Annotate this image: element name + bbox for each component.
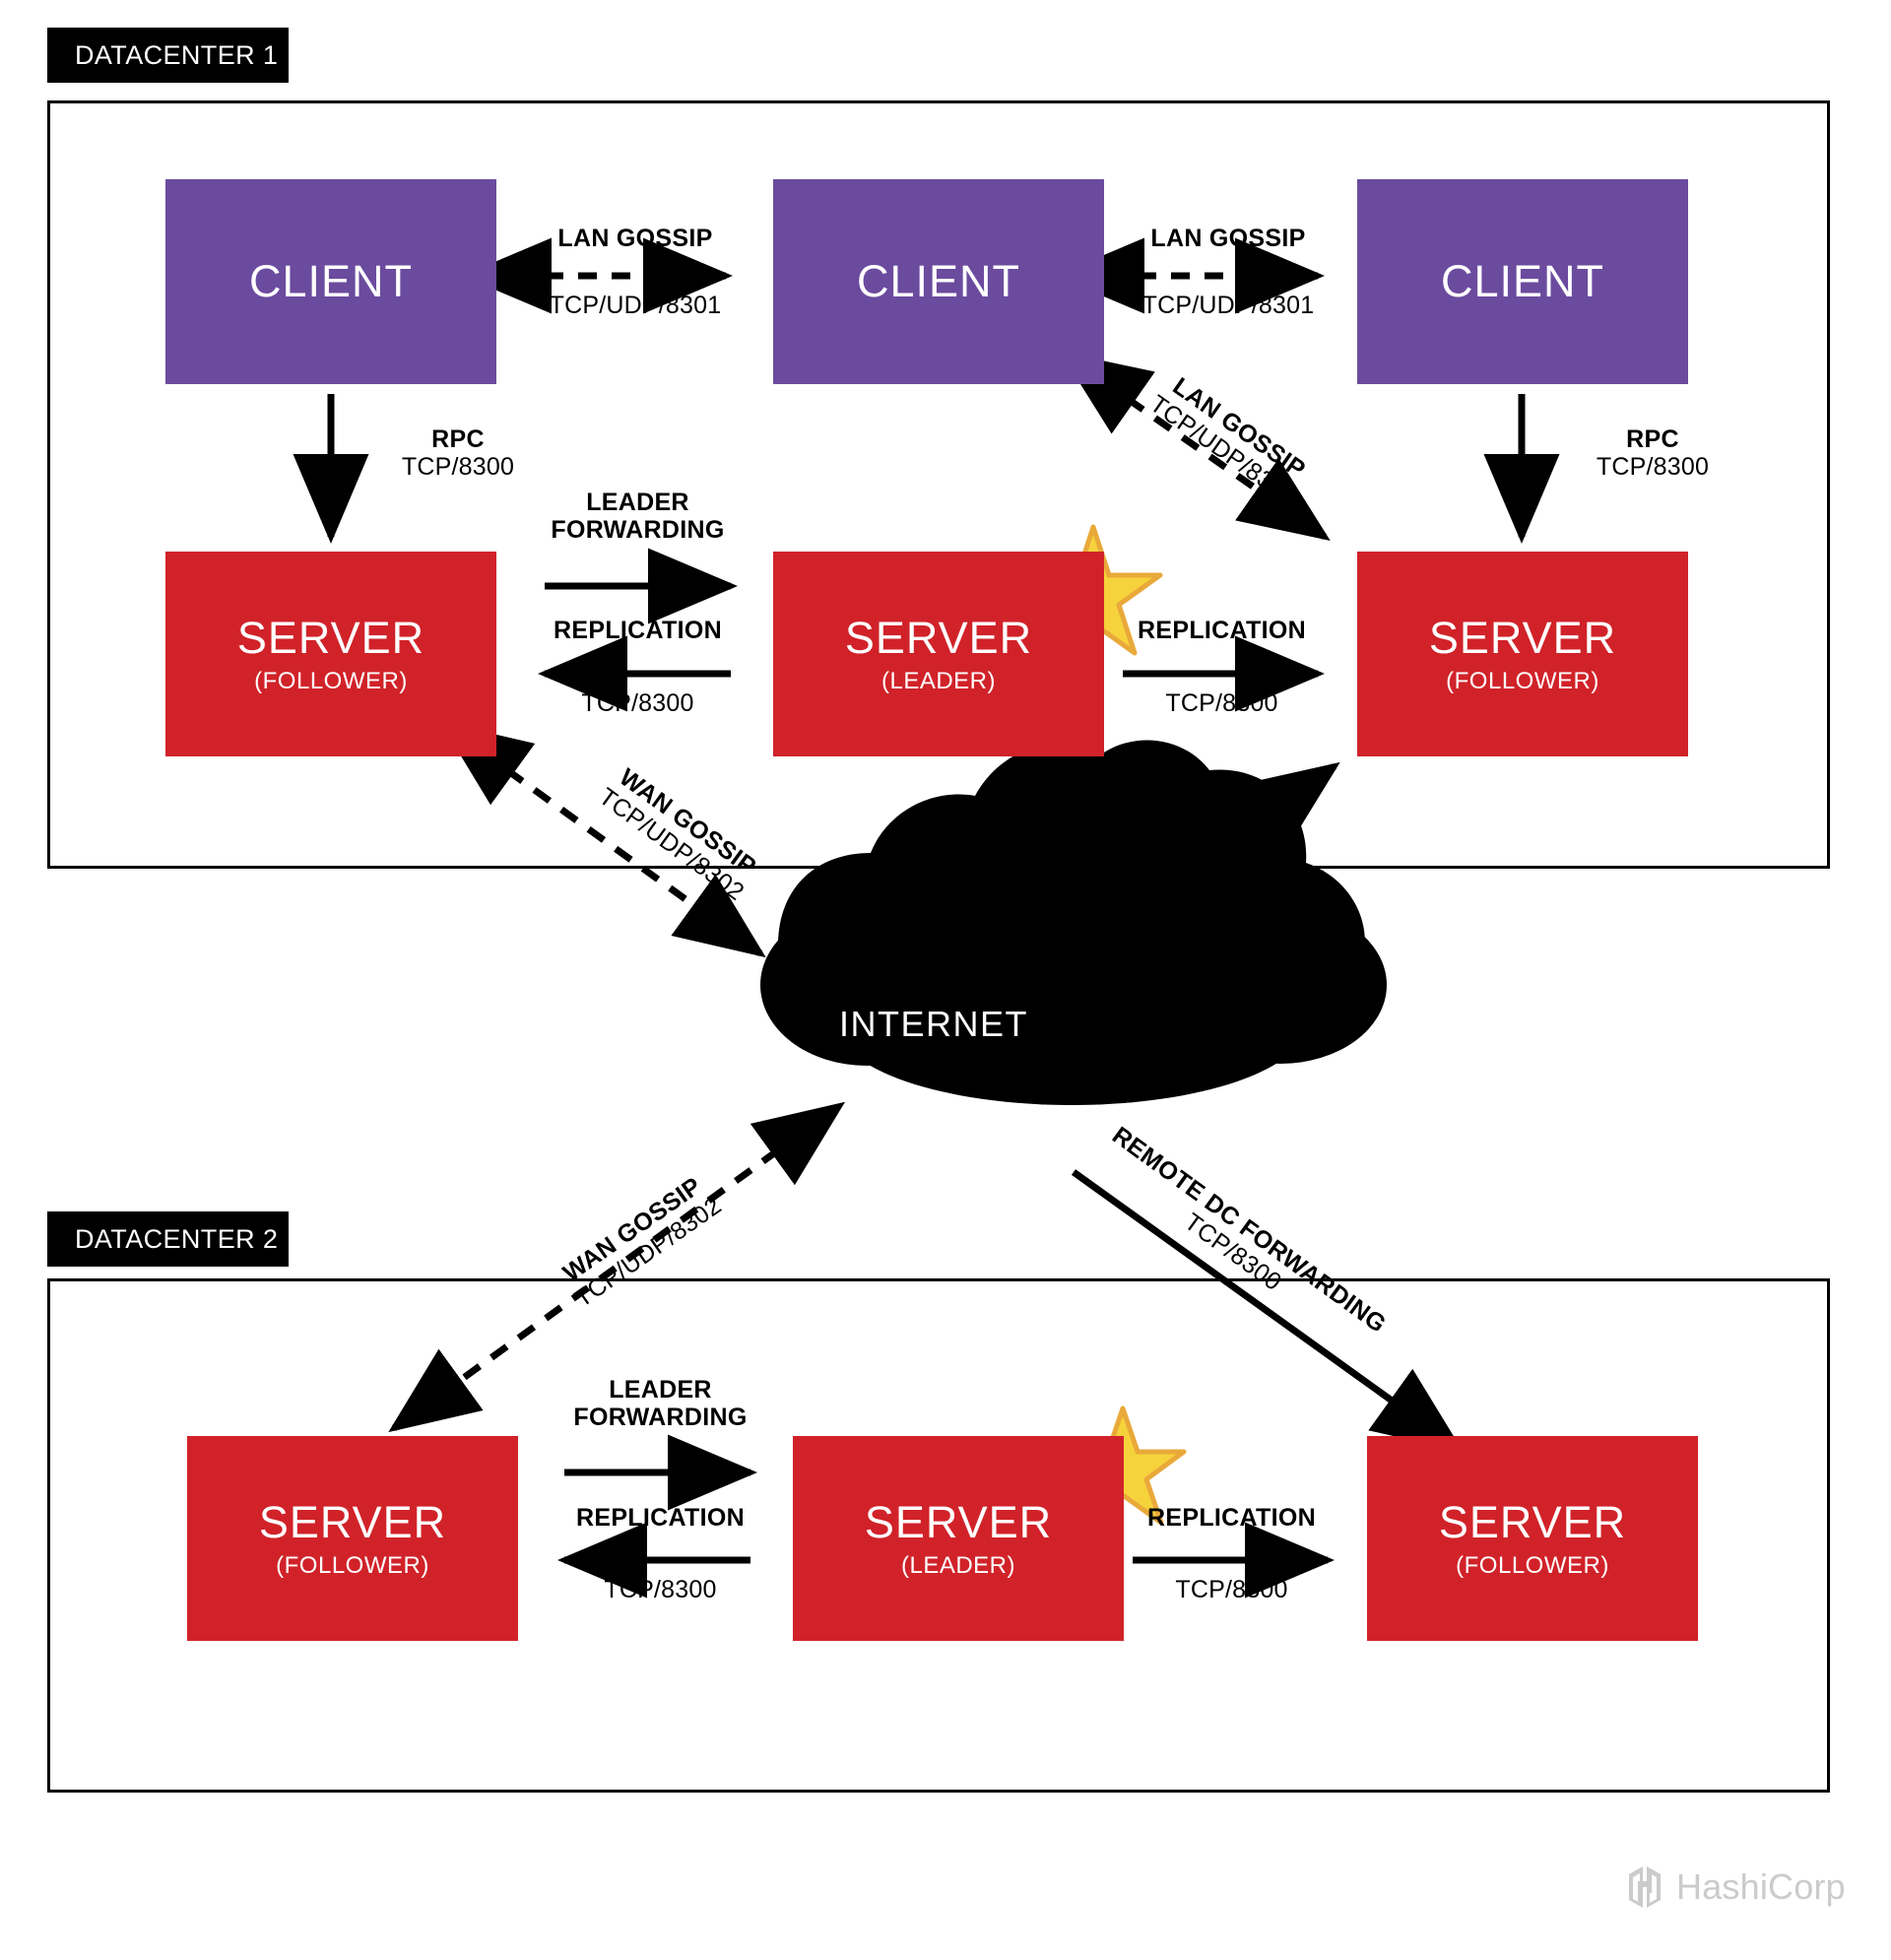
edge-label-lan-gossip-2: LAN GOSSIP (1105, 225, 1351, 252)
hashicorp-logo-text: HashiCorp (1676, 1866, 1846, 1907)
node-dc2-server-2[interactable]: SERVER (LEADER) (793, 1436, 1124, 1641)
node-title: CLIENT (1440, 256, 1605, 307)
internet-cloud-label: INTERNET (839, 1004, 1028, 1044)
edge-port-replication-3: TCP/8300 (540, 1576, 781, 1603)
edge-label-replication-4: REPLICATION (1111, 1504, 1352, 1532)
edge-label-lan-gossip-1: LAN GOSSIP (512, 225, 758, 252)
edge-label-leader-forwarding-1: LEADER FORWARDING (517, 489, 758, 544)
node-dc1-client-3[interactable]: CLIENT (1357, 179, 1688, 384)
edge-label-leader: LEADER (609, 1376, 712, 1404)
edge-label-port: TCP/8300 (1596, 453, 1710, 481)
node-role: (FOLLOWER) (1456, 1552, 1609, 1580)
node-title: SERVER (258, 1496, 447, 1547)
hashicorp-mark-icon (1629, 1866, 1661, 1908)
node-dc1-client-1[interactable]: CLIENT (165, 179, 496, 384)
node-dc1-server-2[interactable]: SERVER (LEADER) (773, 552, 1104, 756)
edge-label-forwarding: FORWARDING (573, 1403, 748, 1431)
edge-label-name: RPC (1626, 425, 1679, 453)
node-title: SERVER (236, 612, 425, 663)
edge-label-port: TCP/8300 (401, 453, 515, 481)
edge-label-leader-forwarding-2: LEADER FORWARDING (540, 1376, 781, 1431)
datacenter-1-label: DATACENTER 1 (47, 28, 289, 83)
edge-port-replication-2: TCP/8300 (1101, 689, 1342, 717)
edge-label-port: TCP/8300 (1175, 1576, 1288, 1603)
node-role: (FOLLOWER) (254, 668, 408, 695)
edge-label-port: TCP/UDP/8301 (1141, 292, 1315, 319)
node-role: (FOLLOWER) (276, 1552, 429, 1580)
edge-label-rpc-2: RPC TCP/8300 (1544, 425, 1761, 481)
node-role: (LEADER) (880, 668, 997, 695)
edge-port-replication-4: TCP/8300 (1111, 1576, 1352, 1603)
node-title: CLIENT (248, 256, 414, 307)
node-title: SERVER (864, 1496, 1053, 1547)
edge-label-replication-1: REPLICATION (517, 617, 758, 644)
edge-label-replication-2: REPLICATION (1101, 617, 1342, 644)
node-title: SERVER (844, 612, 1033, 663)
datacenter-2-frame (47, 1278, 1830, 1793)
edge-label-port: TCP/8300 (581, 689, 694, 717)
edge-label-replication-3: REPLICATION (540, 1504, 781, 1532)
edge-label-name: REPLICATION (1147, 1504, 1316, 1532)
node-title: SERVER (1428, 612, 1617, 663)
edge-label-port: TCP/UDP/8301 (549, 292, 722, 319)
hashicorp-logo: HashiCorp (1623, 1863, 1846, 1911)
edge-port-lan-gossip-1: TCP/UDP/8301 (512, 292, 758, 319)
node-dc2-server-1[interactable]: SERVER (FOLLOWER) (187, 1436, 518, 1641)
edge-label-rpc-1: RPC TCP/8300 (350, 425, 566, 481)
node-dc1-client-2[interactable]: CLIENT (773, 179, 1104, 384)
datacenter-2-label: DATACENTER 2 (47, 1211, 289, 1267)
node-dc1-server-1[interactable]: SERVER (FOLLOWER) (165, 552, 496, 756)
edge-label-name: LAN GOSSIP (1150, 225, 1306, 252)
edge-label-name: REPLICATION (576, 1504, 745, 1532)
edge-label-name: RPC (431, 425, 485, 453)
edge-port-replication-1: TCP/8300 (517, 689, 758, 717)
edge-label-forwarding: FORWARDING (551, 515, 725, 544)
node-role: (FOLLOWER) (1446, 668, 1599, 695)
node-dc2-server-3[interactable]: SERVER (FOLLOWER) (1367, 1436, 1698, 1641)
node-title: CLIENT (856, 256, 1021, 307)
edge-label-port: TCP/8300 (1165, 689, 1278, 717)
edge-label-name: REPLICATION (554, 617, 722, 644)
edge-label-leader: LEADER (586, 489, 689, 516)
edge-label-name: LAN GOSSIP (557, 225, 713, 252)
edge-label-port: TCP/8300 (604, 1576, 717, 1603)
edge-port-lan-gossip-2: TCP/UDP/8301 (1105, 292, 1351, 319)
node-dc1-server-3[interactable]: SERVER (FOLLOWER) (1357, 552, 1688, 756)
node-role: (LEADER) (900, 1552, 1016, 1580)
edge-label-name: REPLICATION (1138, 617, 1306, 644)
node-title: SERVER (1438, 1496, 1627, 1547)
